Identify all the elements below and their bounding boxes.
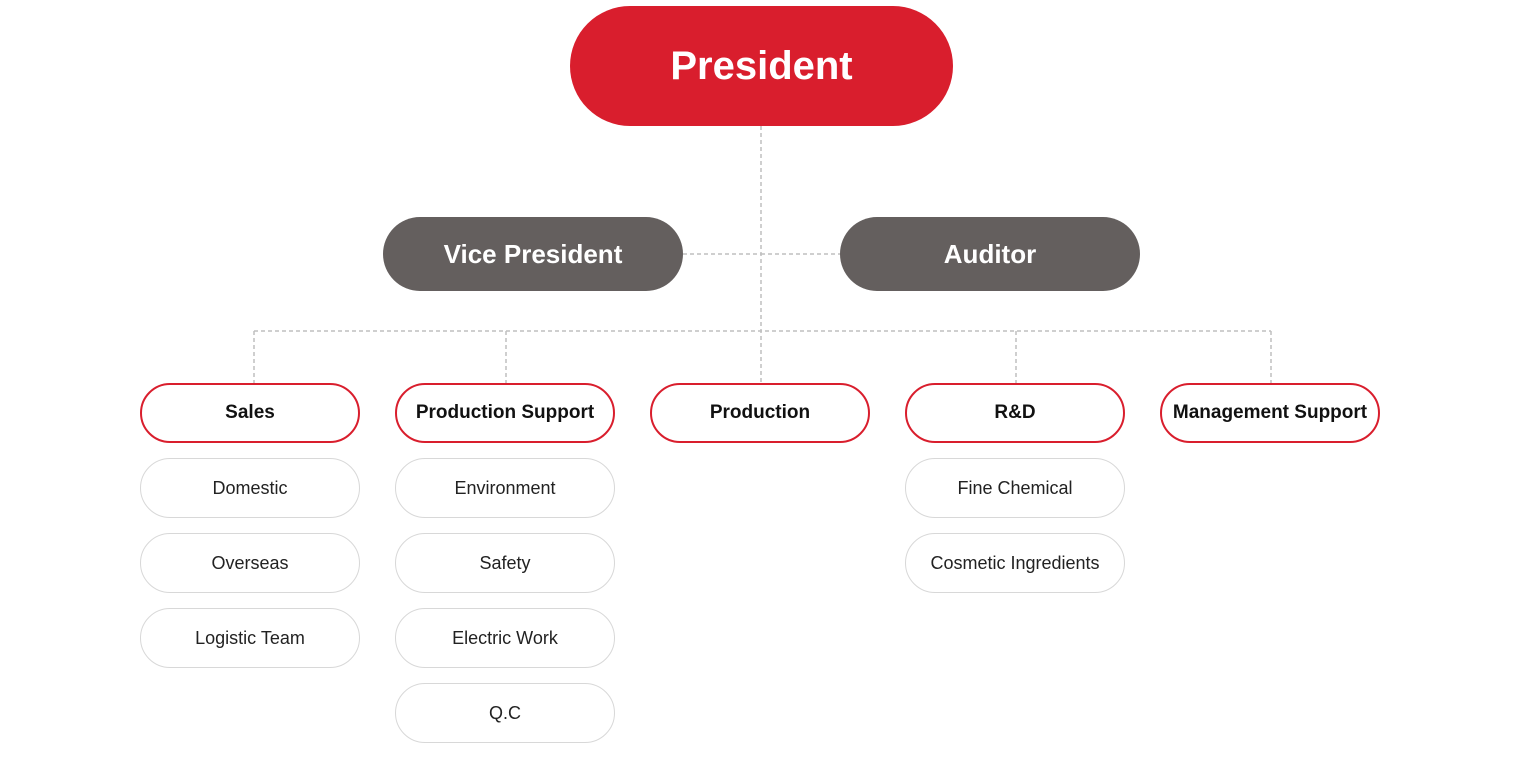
team-overseas: Overseas [140,533,360,593]
team-domestic: Domestic [140,458,360,518]
team-logistic: Logistic Team [140,608,360,668]
department-management-support: Management Support [1160,383,1380,443]
vice-president-node: Vice President [383,217,683,291]
team-electric-work: Electric Work [395,608,615,668]
department-sales: Sales [140,383,360,443]
department-rd: R&D [905,383,1125,443]
team-environment: Environment [395,458,615,518]
auditor-node: Auditor [840,217,1140,291]
team-safety: Safety [395,533,615,593]
president-node: President [570,6,953,126]
department-production: Production [650,383,870,443]
team-fine-chemical: Fine Chemical [905,458,1125,518]
team-qc: Q.C [395,683,615,743]
team-cosmetic-ingredients: Cosmetic Ingredients [905,533,1125,593]
department-production-support: Production Support [395,383,615,443]
